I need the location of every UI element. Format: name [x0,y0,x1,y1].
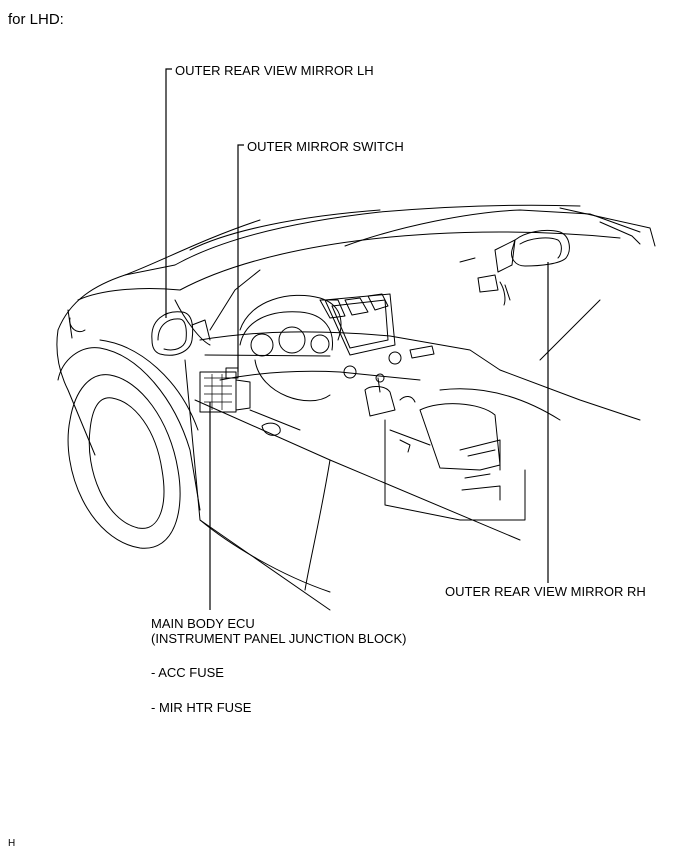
label-outer-rear-view-mirror-rh: OUTER REAR VIEW MIRROR RH [445,584,646,599]
leader-lines [165,68,549,610]
junction-block [199,367,251,413]
label-outer-rear-view-mirror-lh: OUTER REAR VIEW MIRROR LH [175,63,374,78]
car-body [56,204,656,456]
label-main-body-ecu: MAIN BODY ECU [151,616,255,631]
label-outer-mirror-switch: OUTER MIRROR SWITCH [247,139,404,154]
page-title: for LHD: [8,11,64,28]
label-acc-fuse: - ACC FUSE [151,665,224,680]
outer-mirror-rh [494,229,570,306]
dashboard [199,257,641,521]
front-wheel [57,339,201,549]
label-instrument-panel-junction-block: (INSTRUMENT PANEL JUNCTION BLOCK) [151,631,407,646]
label-mir-htr-fuse: - MIR HTR FUSE [151,700,252,715]
outer-mirror-lh [151,311,211,356]
front-door [184,359,521,611]
figure-code: H [8,838,16,849]
